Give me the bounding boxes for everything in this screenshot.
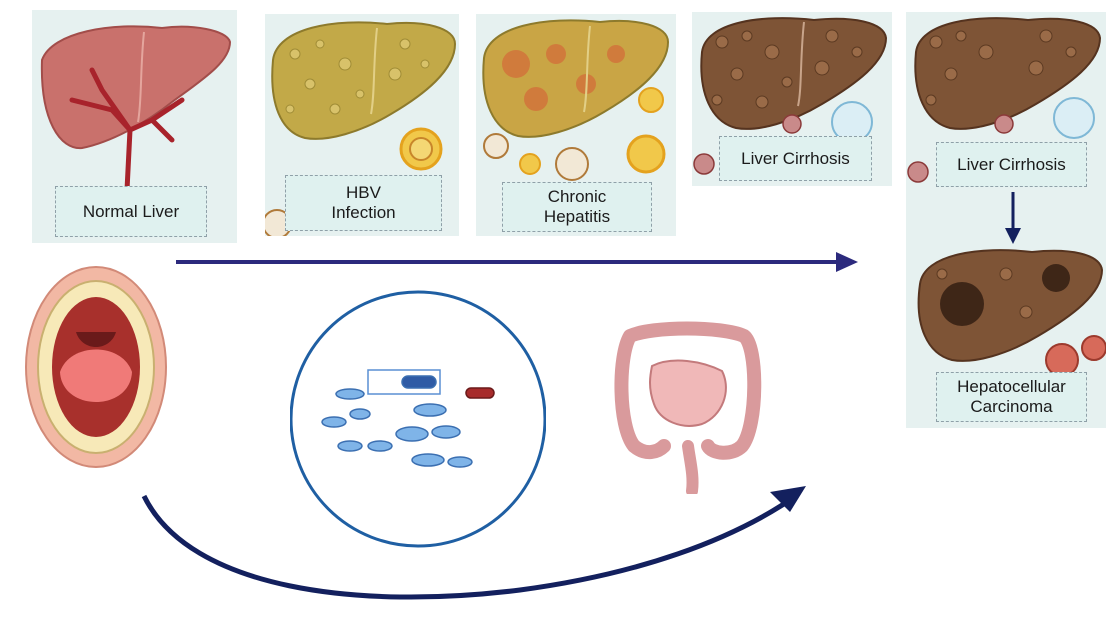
intestine-icon: [614, 321, 762, 494]
arrow-down-head: [1005, 228, 1021, 244]
virus-icon: [399, 127, 443, 171]
label-normal-liver: Normal Liver: [55, 186, 207, 237]
arrow-straight-head: [836, 252, 858, 272]
tumor-icon: [940, 264, 1070, 326]
bacteria-icon: [321, 375, 495, 468]
liver-icon: [265, 21, 457, 236]
virus-icon: [483, 87, 666, 181]
liver-icon: [693, 17, 888, 175]
arrow-curved-head: [770, 486, 806, 512]
arrow-curved: [141, 494, 792, 600]
microbiome-circle: [290, 290, 546, 548]
panel-outcome: [906, 12, 1106, 428]
mouth-icon: [25, 266, 167, 468]
label-hepatocellular-carcinoma: Hepatocellular Carcinoma: [936, 372, 1087, 422]
label-hbv-infection: HBV Infection: [285, 175, 442, 231]
liver-icon: [40, 25, 232, 193]
label-liver-cirrhosis: Liver Cirrhosis: [719, 136, 872, 181]
label-outcome-cirrhosis: Liver Cirrhosis: [936, 142, 1087, 187]
liver-icon: [907, 17, 1106, 377]
liver-icon: [482, 19, 670, 181]
label-chronic-hepatitis: Chronic Hepatitis: [502, 182, 652, 232]
